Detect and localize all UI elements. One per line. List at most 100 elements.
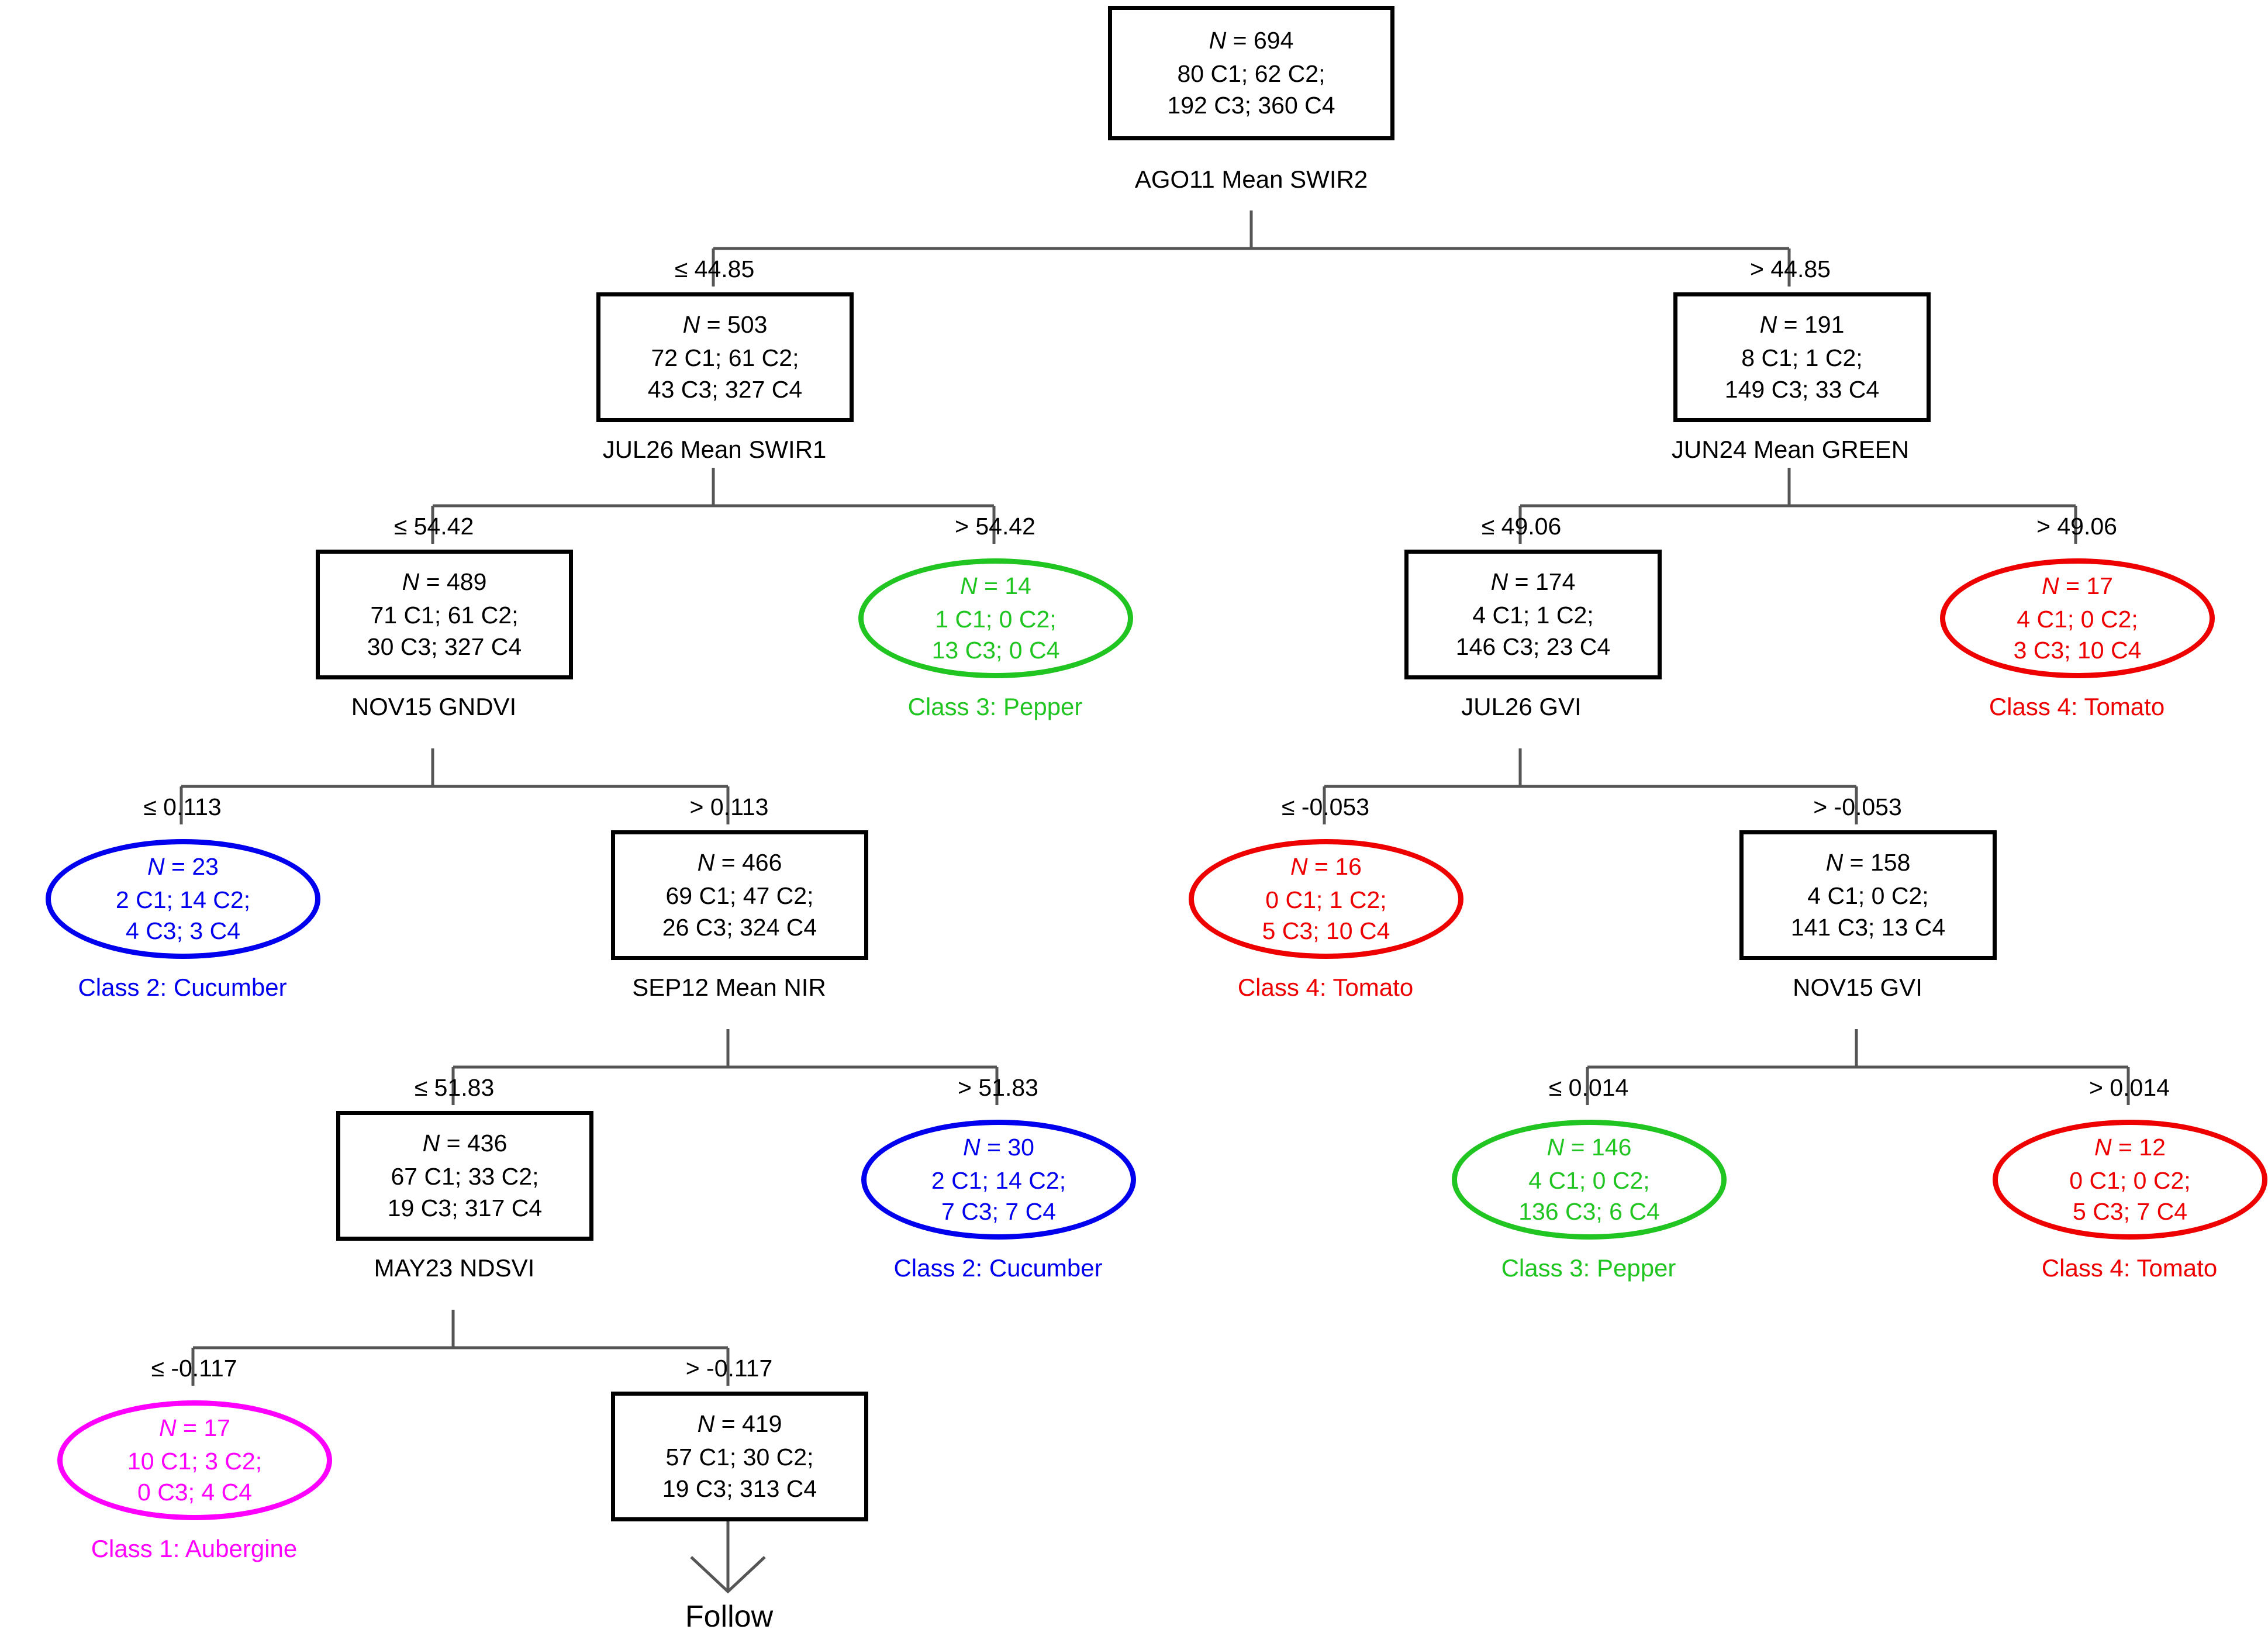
split-label-n466: SEP12 Mean NIR xyxy=(632,974,826,1001)
split-label-root: AGO11 Mean SWIR2 xyxy=(1134,165,1368,193)
class-label-leaf30: Class 2: Cucumber xyxy=(893,1254,1103,1282)
edge-label-leaf23: ≤ 0.113 xyxy=(143,793,222,820)
node-root-n: N = 694 xyxy=(1209,27,1294,54)
node-n191: N = 191 8 C1; 1 C2; 149 C3; 33 C4 xyxy=(1673,292,1931,422)
node-n503-counts-2: 43 C3; 327 C4 xyxy=(647,375,803,403)
node-n158-counts-1: 4 C1; 0 C2; xyxy=(1807,882,1929,910)
leaf-node-cucumber-23: N = 23 2 C1; 14 C2; 4 C3; 3 C4 xyxy=(46,839,320,959)
edge-label-n174: ≤ 49.06 xyxy=(1481,513,1562,540)
leaf-16-counts-2: 5 C3; 10 C4 xyxy=(1262,917,1390,945)
split-label-n174: JUL26 GVI xyxy=(1461,693,1582,720)
leaf-30-counts-2: 7 C3; 7 C4 xyxy=(941,1198,1056,1226)
class-label-leaf12: Class 4: Tomato xyxy=(2041,1254,2218,1282)
node-n503-counts-1: 72 C1; 61 C2; xyxy=(651,344,799,372)
leaf-16-n: N = 16 xyxy=(1290,852,1362,880)
class-label-leaf17r: Class 4: Tomato xyxy=(1989,693,2165,720)
node-n191-n: N = 191 xyxy=(1759,311,1845,339)
node-n174-n: N = 174 xyxy=(1490,568,1576,596)
node-n191-counts-2: 149 C3; 33 C4 xyxy=(1724,375,1880,403)
leaf-17r-counts-1: 4 C1; 0 C2; xyxy=(2017,605,2138,633)
edge-label-n191: > 44.85 xyxy=(1750,256,1831,282)
leaf-14-n: N = 14 xyxy=(960,572,1031,599)
node-n503-n: N = 503 xyxy=(682,311,768,339)
leaf-14-counts-2: 13 C3; 0 C4 xyxy=(931,637,1060,664)
split-label-n503: JUL26 Mean SWIR1 xyxy=(602,436,827,463)
leaf-23-n: N = 23 xyxy=(147,852,219,880)
node-n419-counts-2: 19 C3; 313 C4 xyxy=(662,1475,817,1502)
leaf-17m-counts-2: 0 C3; 4 C4 xyxy=(137,1479,252,1506)
leaf-node-aubergine-17: N = 17 10 C1; 3 C2; 0 C3; 4 C4 xyxy=(57,1400,332,1520)
leaf-17m-counts-1: 10 C1; 3 C2; xyxy=(127,1447,263,1475)
edge-label-n436: ≤ 51.83 xyxy=(414,1074,495,1101)
leaf-node-tomato-17: N = 17 4 C1; 0 C2; 3 C3; 10 C4 xyxy=(1940,558,2215,678)
node-n174: N = 174 4 C1; 1 C2; 146 C3; 23 C4 xyxy=(1404,550,1662,679)
leaf-12-counts-1: 0 C1; 0 C2; xyxy=(2069,1166,2191,1194)
split-label-n158: NOV15 GVI xyxy=(1793,974,1922,1001)
leaf-30-counts-1: 2 C1; 14 C2; xyxy=(931,1166,1066,1194)
node-n158-n: N = 158 xyxy=(1825,849,1911,876)
class-label-leaf146: Class 3: Pepper xyxy=(1501,1254,1676,1282)
node-n489-counts-2: 30 C3; 327 C4 xyxy=(367,633,522,660)
leaf-17r-counts-2: 3 C3; 10 C4 xyxy=(2013,637,2142,664)
node-n174-counts-2: 146 C3; 23 C4 xyxy=(1455,633,1611,660)
leaf-node-cucumber-30: N = 30 2 C1; 14 C2; 7 C3; 7 C4 xyxy=(861,1120,1136,1240)
node-root-counts-2: 192 C3; 360 C4 xyxy=(1167,91,1335,119)
node-n489-n: N = 489 xyxy=(402,568,487,596)
edge-label-n503: ≤ 44.85 xyxy=(674,256,755,282)
edge-label-leaf30: > 51.83 xyxy=(958,1074,1038,1101)
node-n419-n: N = 419 xyxy=(697,1410,782,1438)
edge-label-leaf14: > 54.42 xyxy=(955,513,1035,540)
follow-label: Follow xyxy=(685,1600,774,1634)
node-n466-counts-1: 69 C1; 47 C2; xyxy=(665,882,814,910)
node-n436-counts-2: 19 C3; 317 C4 xyxy=(387,1194,543,1221)
class-label-leaf23: Class 2: Cucumber xyxy=(78,974,287,1001)
leaf-14-counts-1: 1 C1; 0 C2; xyxy=(935,605,1057,633)
leaf-146-counts-1: 4 C1; 0 C2; xyxy=(1528,1166,1650,1194)
node-n466-n: N = 466 xyxy=(697,849,782,876)
leaf-23-counts-1: 2 C1; 14 C2; xyxy=(115,886,251,913)
node-n436: N = 436 67 C1; 33 C2; 19 C3; 317 C4 xyxy=(336,1111,593,1241)
node-n489: N = 489 71 C1; 61 C2; 30 C3; 327 C4 xyxy=(316,550,573,679)
edge-label-n466: > 0.113 xyxy=(689,793,769,820)
leaf-17m-n: N = 17 xyxy=(159,1414,230,1441)
leaf-node-pepper-14: N = 14 1 C1; 0 C2; 13 C3; 0 C4 xyxy=(858,558,1133,678)
leaf-16-counts-1: 0 C1; 1 C2; xyxy=(1265,886,1387,913)
node-n158: N = 158 4 C1; 0 C2; 141 C3; 13 C4 xyxy=(1739,830,1997,960)
edge-label-n158: > -0.053 xyxy=(1813,793,1902,820)
leaf-146-counts-2: 136 C3; 6 C4 xyxy=(1518,1198,1660,1226)
node-n158-counts-2: 141 C3; 13 C4 xyxy=(1790,913,1946,941)
node-n419-counts-1: 57 C1; 30 C2; xyxy=(665,1444,814,1471)
leaf-node-pepper-146: N = 146 4 C1; 0 C2; 136 C3; 6 C4 xyxy=(1452,1120,1727,1240)
edge-label-n489: ≤ 54.42 xyxy=(393,513,474,540)
node-n466-counts-2: 26 C3; 324 C4 xyxy=(662,913,817,941)
leaf-30-n: N = 30 xyxy=(963,1133,1034,1161)
edge-label-leaf16: ≤ -0.053 xyxy=(1281,793,1370,820)
node-n489-counts-1: 71 C1; 61 C2; xyxy=(370,602,519,629)
edge-label-n419: > -0.117 xyxy=(685,1355,773,1382)
leaf-17r-n: N = 17 xyxy=(2042,572,2113,599)
edge-label-leaf12: > 0.014 xyxy=(2089,1074,2170,1101)
node-n174-counts-1: 4 C1; 1 C2; xyxy=(1472,602,1594,629)
leaf-node-tomato-12: N = 12 0 C1; 0 C2; 5 C3; 7 C4 xyxy=(1993,1120,2267,1240)
leaf-146-n: N = 146 xyxy=(1546,1133,1632,1161)
class-label-leaf17m: Class 1: Aubergine xyxy=(91,1535,298,1562)
node-n466: N = 466 69 C1; 47 C2; 26 C3; 324 C4 xyxy=(611,830,868,960)
leaf-node-tomato-16: N = 16 0 C1; 1 C2; 5 C3; 10 C4 xyxy=(1189,839,1463,959)
class-label-leaf16: Class 4: Tomato xyxy=(1237,974,1414,1001)
node-n436-counts-1: 67 C1; 33 C2; xyxy=(391,1163,539,1190)
split-label-n489: NOV15 GNDVI xyxy=(351,693,517,720)
leaf-12-counts-2: 5 C3; 7 C4 xyxy=(2073,1198,2187,1226)
split-label-n191: JUN24 Mean GREEN xyxy=(1671,436,1910,463)
class-label-leaf14: Class 3: Pepper xyxy=(907,693,1083,720)
edge-label-leaf17m: ≤ -0.117 xyxy=(151,1355,237,1382)
node-n419: N = 419 57 C1; 30 C2; 19 C3; 313 C4 xyxy=(611,1392,868,1521)
leaf-23-counts-2: 4 C3; 3 C4 xyxy=(126,917,240,945)
edge-label-leaf146: ≤ 0.014 xyxy=(1548,1074,1629,1101)
node-n503: N = 503 72 C1; 61 C2; 43 C3; 327 C4 xyxy=(596,292,854,422)
node-n436-n: N = 436 xyxy=(422,1130,508,1157)
node-root: N = 694 80 C1; 62 C2; 192 C3; 360 C4 xyxy=(1108,6,1394,140)
node-root-counts-1: 80 C1; 62 C2; xyxy=(1177,60,1325,88)
node-n191-counts-1: 8 C1; 1 C2; xyxy=(1741,344,1863,372)
